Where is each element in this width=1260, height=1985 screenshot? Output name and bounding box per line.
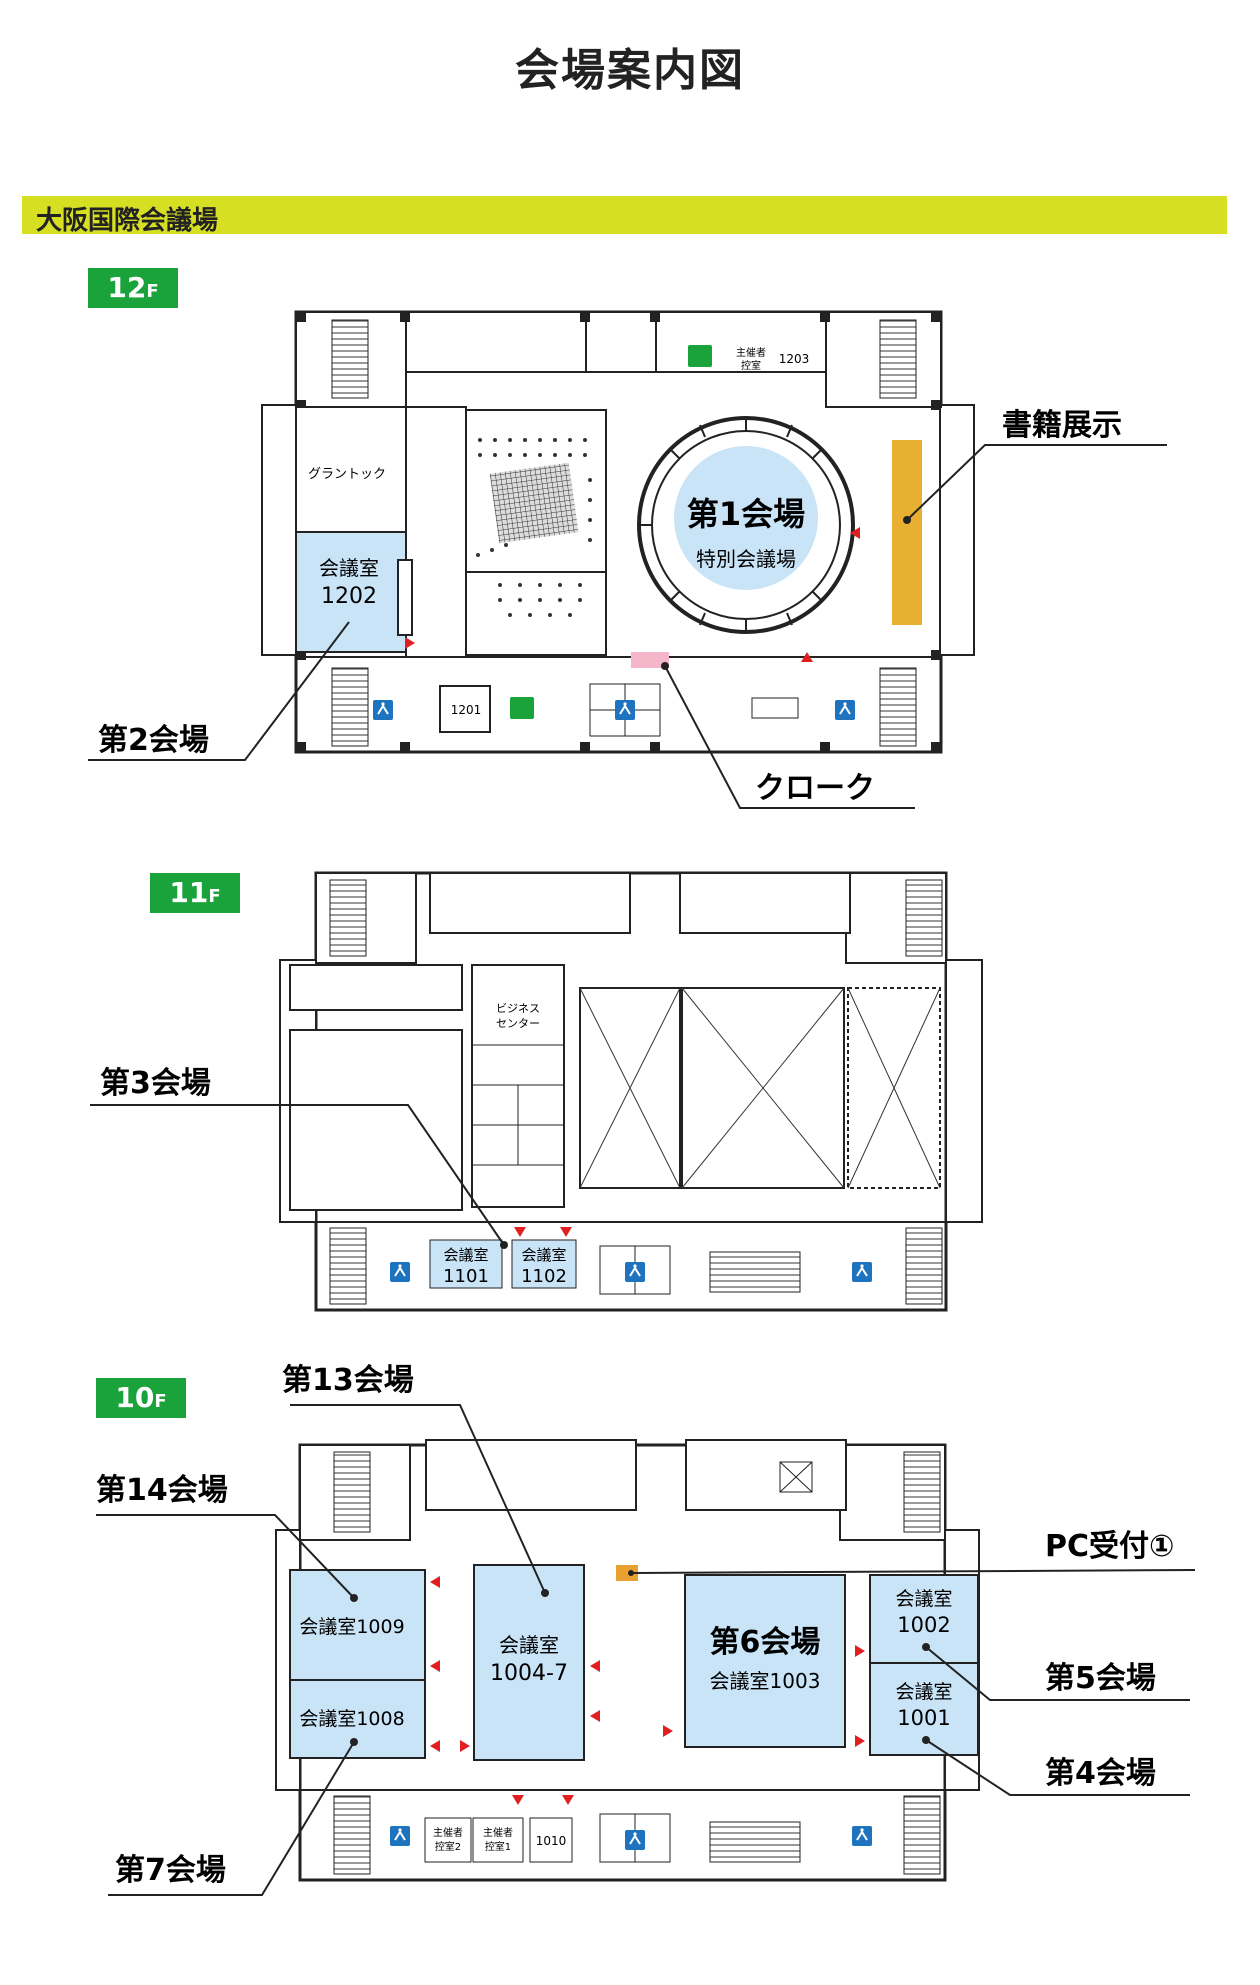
floor-badge-number: 11 [169, 876, 209, 909]
hall-1-sublabel: 特別会議場 [696, 547, 796, 571]
callout-hall-2: 第2会場 [98, 723, 209, 758]
floor-badge-11f[interactable]: 11F [150, 873, 240, 913]
organizer-room-1-sublabel: 控室1 [485, 1840, 511, 1853]
restroom-icon [688, 345, 712, 367]
elevator-icon [834, 699, 856, 721]
room-1002-label: 会議室 [895, 1588, 952, 1610]
room-1008-label: 会議室1008 [299, 1708, 404, 1730]
business-center-label: ビジネス [496, 1002, 540, 1015]
room-1101-number: 1101 [443, 1266, 489, 1287]
plan-11f: ビジネス センター 会議室 1101 会議室 1102 [90, 871, 983, 1312]
floor-badge-number: 12 [107, 271, 147, 304]
book-display-area[interactable] [892, 440, 922, 625]
organizer-room-2-sublabel: 控室2 [435, 1840, 461, 1853]
elevator-icon [389, 1261, 411, 1283]
organizer-room-label: 主催者 [736, 346, 766, 359]
elevator-icon [389, 1825, 411, 1847]
room-1002-number: 1002 [897, 1613, 950, 1637]
elevator-icon [624, 1829, 646, 1851]
elevator-icon [372, 699, 394, 721]
floor-badge-12f[interactable]: 12F [88, 268, 178, 308]
room-1001-label: 会議室 [895, 1681, 952, 1703]
callout-hall-3: 第3会場 [100, 1066, 211, 1101]
floor-badge-suffix: F [208, 886, 221, 907]
room-1010-label: 1010 [536, 1834, 567, 1848]
floor-badge-suffix: F [146, 281, 159, 302]
plan-10f: 会議室1009 会議室1008 会議室 1004-7 第6会場 会議室1003 … [96, 1404, 1196, 1896]
room-1009-label: 会議室1009 [299, 1616, 404, 1638]
floor-badge-number: 10 [115, 1381, 155, 1414]
room-1203-label: 1203 [779, 352, 810, 366]
room-1004-label: 会議室 [499, 1633, 559, 1657]
organizer-room-1-label: 主催者 [483, 1826, 513, 1839]
room-1102[interactable] [511, 1239, 577, 1289]
venue-name: 大阪国際会議場 [36, 206, 219, 236]
pc-reception-marker[interactable] [616, 1565, 638, 1581]
elevator-icon [614, 699, 636, 721]
room-1001-number: 1001 [897, 1706, 950, 1730]
room-1102-number: 1102 [521, 1266, 567, 1287]
callout-hall-14: 第14会場 [96, 1473, 228, 1508]
hall-6-label: 第6会場 [710, 1625, 821, 1660]
room-grantok-label: グラントック [308, 467, 386, 482]
room-1003-label: 会議室1003 [710, 1669, 821, 1693]
callout-book-display: 書籍展示 [1002, 408, 1122, 443]
business-center-sublabel: センター [496, 1017, 540, 1030]
page-title: 会場案内図 [515, 45, 745, 96]
callout-hall-5: 第5会場 [1045, 1661, 1156, 1696]
callout-pc-reception: PC受付① [1045, 1529, 1174, 1564]
elevator-icon [624, 1261, 646, 1283]
floor-badge-suffix: F [154, 1391, 167, 1412]
main-hall-1[interactable] [674, 446, 818, 590]
room-1101-label: 会議室 [443, 1246, 488, 1264]
callout-hall-4: 第4会場 [1045, 1756, 1156, 1791]
room-1201-label: 1201 [451, 703, 482, 717]
room-1202-number: 1202 [321, 584, 377, 609]
hall-1-label: 第1会場 [687, 495, 805, 533]
room-1009[interactable] [289, 1569, 426, 1681]
cloak-area[interactable] [631, 652, 669, 668]
callout-hall-7: 第7会場 [115, 1853, 226, 1888]
restroom-icon [510, 697, 534, 719]
elevator-icon [851, 1261, 873, 1283]
organizer-room-sublabel: 控室 [741, 359, 761, 372]
room-1202[interactable] [295, 531, 407, 653]
elevator-icon [851, 1825, 873, 1847]
room-1008[interactable] [289, 1679, 426, 1759]
plan-12f: グラントック 会議室 1202 [88, 310, 1167, 809]
room-1202-label: 会議室 [319, 556, 379, 580]
room-1004-number: 1004-7 [490, 1661, 568, 1686]
room-1003[interactable] [684, 1574, 846, 1748]
room-1101[interactable] [429, 1239, 503, 1289]
callout-hall-13: 第13会場 [282, 1363, 414, 1398]
venue-header-bar: 大阪国際会議場 [22, 196, 1227, 236]
room-1004-7[interactable] [473, 1564, 585, 1761]
organizer-room-2-label: 主催者 [433, 1826, 463, 1839]
room-1102-label: 会議室 [521, 1246, 566, 1264]
floor-badge-10f[interactable]: 10F [96, 1378, 186, 1418]
callout-cloak: クローク [755, 771, 875, 806]
